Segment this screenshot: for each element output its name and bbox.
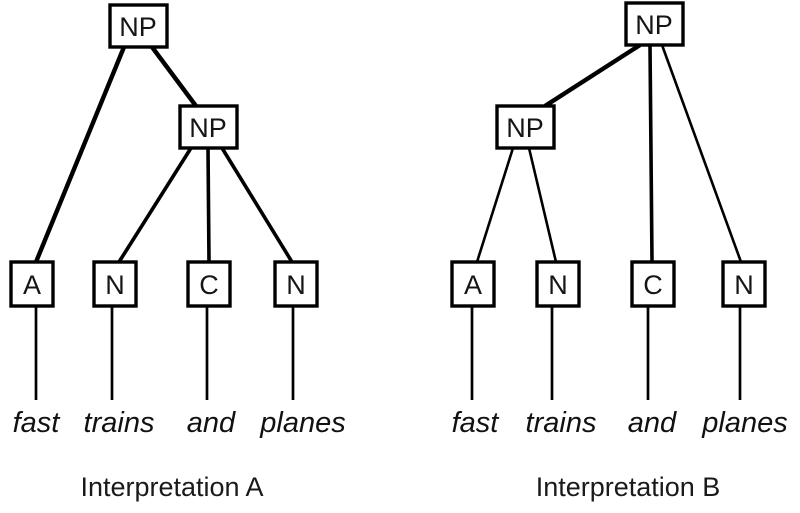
node-box-b-np-sub[interactable] <box>495 104 556 150</box>
node-box-a-np-sub[interactable] <box>178 104 239 150</box>
node-label-a-np-sub: NP <box>189 113 227 143</box>
node-box-a-pos-c[interactable] <box>186 260 232 308</box>
branch-b-npsub-to-a <box>475 147 515 263</box>
caption-interpretation-b: Interpretation B <box>536 472 721 502</box>
node-label-a-pos-a: A <box>23 270 41 300</box>
branch-a-npsub-to-n2 <box>220 147 294 263</box>
node-box-a-pos-a[interactable] <box>9 260 55 308</box>
branch-b-root-to-n2 <box>660 44 743 263</box>
node-box-a-pos-n2[interactable] <box>273 260 319 308</box>
node-box-a-pos-n1[interactable] <box>92 260 138 308</box>
word-a-word-and: and <box>187 407 236 439</box>
node-label-a-pos-n1: N <box>105 270 125 300</box>
branch-b-npsub-to-n1 <box>527 147 558 263</box>
node-box-b-np-root[interactable] <box>624 1 685 47</box>
node-box-b-pos-n1[interactable] <box>535 260 581 308</box>
word-b-word-trains: trains <box>526 407 597 439</box>
branch-b-root-to-npsub <box>543 43 642 108</box>
word-b-word-and: and <box>628 407 677 439</box>
node-label-b-pos-c: C <box>643 270 663 300</box>
node-box-b-pos-n2[interactable] <box>721 260 767 308</box>
node-box-b-pos-c[interactable] <box>630 260 676 308</box>
node-label-b-np-sub: NP <box>506 113 544 143</box>
caption-interpretation-a: Interpretation A <box>80 472 263 502</box>
node-box-a-np-root[interactable] <box>108 3 169 49</box>
node-box-b-pos-a[interactable] <box>450 260 496 308</box>
word-b-word-planes: planes <box>701 407 787 439</box>
branch-b-root-to-c <box>648 44 654 263</box>
branch-a-root-to-npsub <box>150 45 198 108</box>
node-label-a-np-root: NP <box>119 12 157 42</box>
word-a-word-trains: trains <box>84 407 155 439</box>
word-b-word-fast: fast <box>452 407 501 439</box>
node-label-a-pos-c: C <box>199 270 219 300</box>
word-a-word-planes: planes <box>259 407 345 439</box>
word-a-word-fast: fast <box>13 407 62 439</box>
branch-a-root-to-a <box>33 46 127 263</box>
node-label-a-pos-n2: N <box>286 270 306 300</box>
node-label-b-np-root: NP <box>635 10 673 40</box>
node-label-b-pos-n1: N <box>548 270 568 300</box>
node-label-b-pos-n2: N <box>734 270 754 300</box>
branch-a-npsub-to-n1 <box>117 147 193 263</box>
node-label-b-pos-a: A <box>464 270 482 300</box>
branch-a-npsub-to-c <box>206 147 211 263</box>
